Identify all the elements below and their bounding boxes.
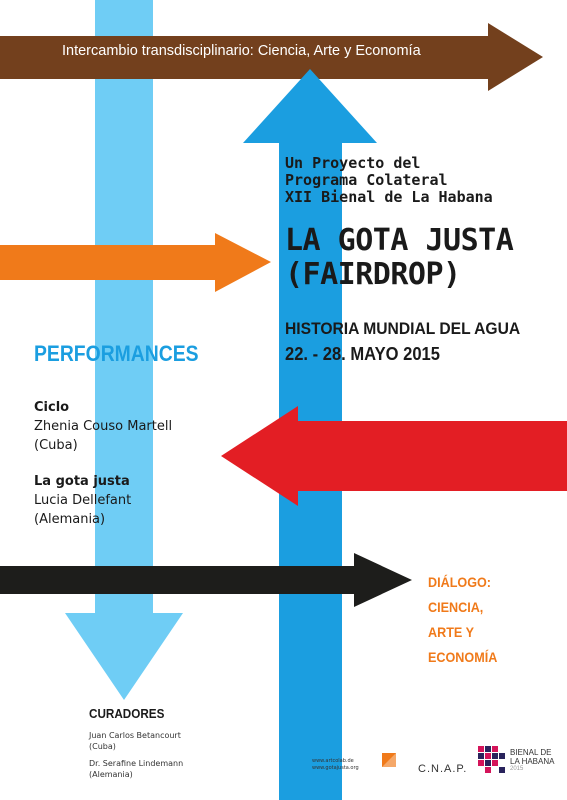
- performance-country: (Alemania): [34, 512, 106, 527]
- curator-name: Juan Carlos Betancourt: [89, 731, 181, 740]
- footer-urls: www.artcolab.de www.gotajusta.org: [312, 758, 359, 772]
- project-line-3: XII Bienal de La Habana: [285, 188, 493, 206]
- top-banner-text: Intercambio transdisciplinario: Ciencia,…: [62, 43, 421, 59]
- bienal-line-2: LA HABANA: [510, 757, 555, 766]
- title-line-1: LA GOTA JUSTA: [285, 223, 514, 258]
- curator-country: (Cuba): [89, 742, 116, 751]
- dialogo-line-3: ARTE Y: [428, 624, 474, 640]
- red-left-arrow: [221, 406, 567, 506]
- bienal-logo: [478, 746, 505, 773]
- project-info: Un Proyecto del Programa Colateral XII B…: [285, 155, 493, 206]
- project-line-1: Un Proyecto del: [285, 154, 421, 172]
- event-dates: 22. - 28. MAYO 2015: [285, 344, 440, 364]
- footer-url-2[interactable]: www.gotajusta.org: [312, 765, 359, 771]
- black-right-arrow: [0, 553, 412, 607]
- performance-item-gota: La gota justa Lucia Dellefant (Alemania): [34, 472, 131, 529]
- dialogo-line-4: ECONOMÍA: [428, 649, 498, 665]
- dialogo-line-2: CIENCIA,: [428, 599, 484, 615]
- curator-2: Dr. Serafine Lindemann (Alemania): [89, 758, 183, 780]
- main-title: LA GOTA JUSTA (FAIRDROP): [285, 223, 514, 292]
- performance-artist: Zhenia Couso Martell: [34, 419, 173, 434]
- cnap-logo-text: C.N.A.P.: [418, 763, 468, 775]
- logo-square: [382, 753, 396, 767]
- bienal-logo-text: BIENAL DE LA HABANA: [510, 748, 554, 766]
- subtitle: HISTORIA MUNDIAL DEL AGUA: [285, 319, 521, 338]
- dialogo-line-1: DIÁLOGO:: [428, 574, 491, 590]
- curator-1: Juan Carlos Betancourt (Cuba): [89, 730, 181, 752]
- dialogo-block: DIÁLOGO: CIENCIA, ARTE Y ECONOMÍA: [428, 570, 497, 670]
- project-line-2: Programa Colateral: [285, 171, 448, 189]
- bienal-year: 2015: [510, 766, 524, 772]
- brown-right-arrow: [0, 23, 543, 91]
- performance-country: (Cuba): [34, 438, 78, 453]
- curator-name: Dr. Serafine Lindemann: [89, 759, 184, 768]
- performance-title: La gota justa: [34, 474, 130, 489]
- performance-artist: Lucia Dellefant: [34, 493, 132, 508]
- curadores-heading: CURADORES: [89, 706, 165, 721]
- curator-country: (Alemania): [89, 770, 133, 779]
- performance-item-ciclo: Ciclo Zhenia Couso Martell (Cuba): [34, 398, 172, 455]
- bienal-line-1: BIENAL DE: [510, 748, 552, 757]
- footer-url-1[interactable]: www.artcolab.de: [312, 758, 354, 764]
- title-line-2: (FAIRDROP): [285, 257, 461, 292]
- performances-heading: PERFORMANCES: [34, 341, 199, 366]
- light-blue-down-arrow: [65, 0, 183, 700]
- performance-title: Ciclo: [34, 400, 70, 415]
- orange-right-arrow: [0, 233, 271, 292]
